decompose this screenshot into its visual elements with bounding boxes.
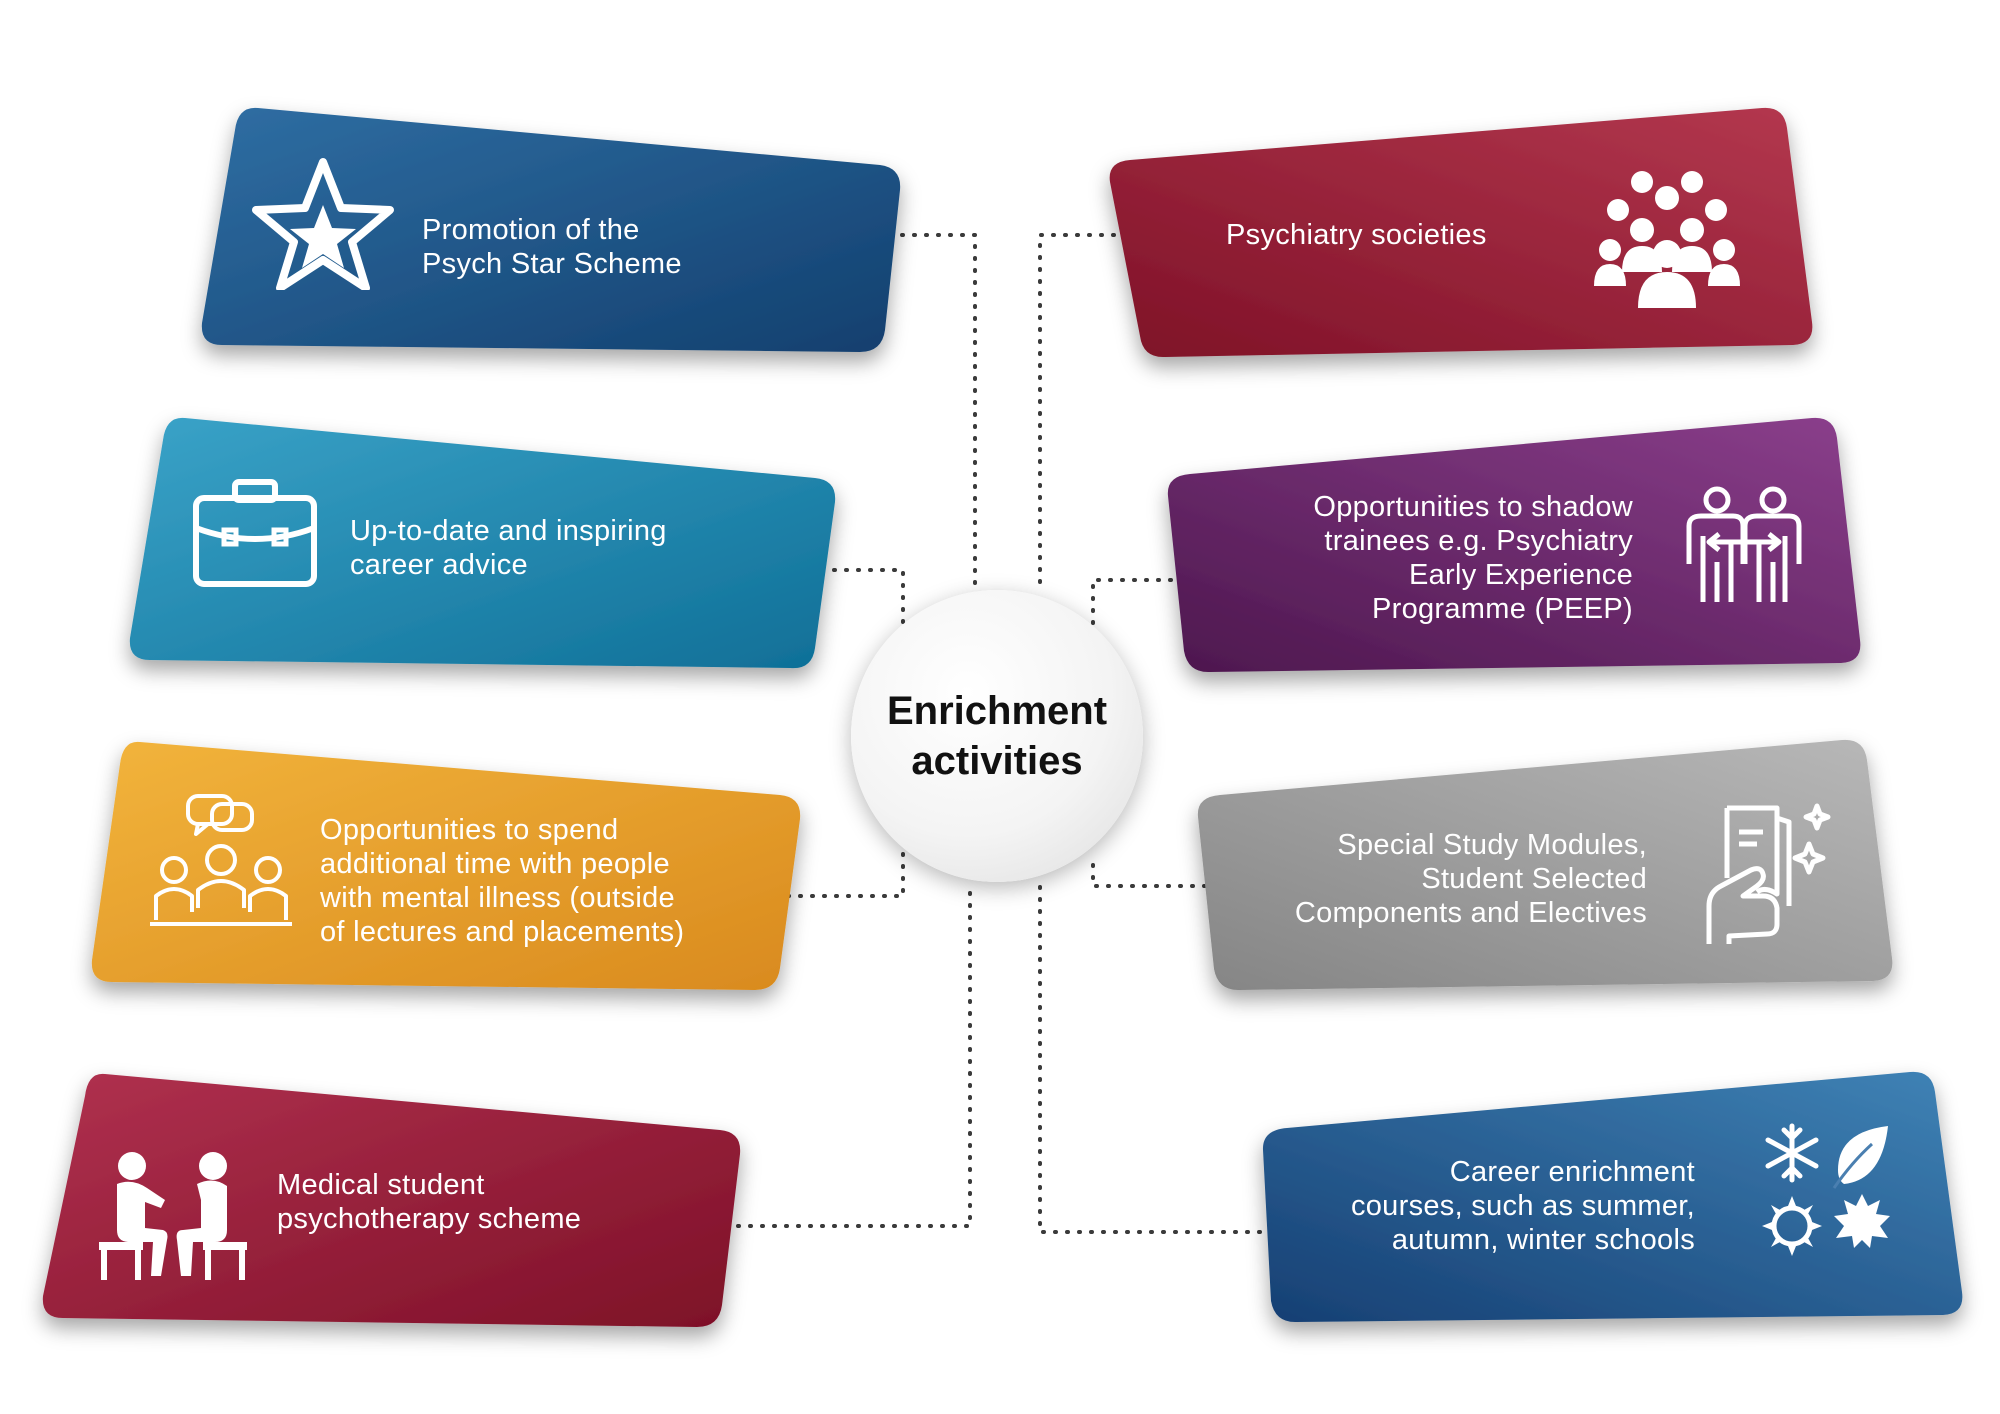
connector-societies xyxy=(1038,233,1212,592)
leaf-icon xyxy=(1832,1126,1888,1189)
card-shadow xyxy=(1167,417,1861,673)
hub-circle: Enrichment activities xyxy=(851,590,1143,882)
briefcase-icon xyxy=(193,479,317,587)
card-label-psych-star: Promotion of the Psych Star Scheme xyxy=(422,214,682,280)
maple-leaf-icon xyxy=(1834,1194,1890,1248)
card-time-with-people xyxy=(91,741,801,990)
card-label-enrichment-courses: Career enrichment courses, such as summe… xyxy=(1350,1156,1695,1256)
sun-icon xyxy=(1762,1196,1822,1256)
therapy-session-icon xyxy=(99,1152,247,1280)
card-societies xyxy=(1109,107,1813,358)
card-study-modules xyxy=(1197,739,1893,991)
card-label-study-modules: Special Study Modules, Student Selected … xyxy=(1294,829,1647,929)
document-hand-icon xyxy=(1706,803,1831,944)
star-icon xyxy=(252,158,394,290)
card-career-advice xyxy=(129,417,836,669)
card-label-psychotherapy: Medical student psychotherapy scheme xyxy=(277,1169,582,1235)
shadowing-icon xyxy=(1686,486,1802,602)
card-psych-star xyxy=(201,107,901,352)
card-psychotherapy xyxy=(42,1073,741,1327)
connector-psych-star xyxy=(708,233,977,592)
hub-title: Enrichment activities xyxy=(886,689,1108,783)
group-conversation-icon xyxy=(150,794,292,926)
card-label-career-advice: Up-to-date and inspiring career advice xyxy=(350,515,667,581)
seasons-icon xyxy=(1762,1123,1890,1256)
card-label-shadow: Opportunities to shadow trainees e.g. Ps… xyxy=(1313,491,1633,625)
card-label-societies: Psychiatry societies xyxy=(1226,219,1487,251)
card-label-time-with-people: Opportunities to spend additional time w… xyxy=(320,814,685,948)
crowd-icon xyxy=(1594,171,1740,308)
snowflake-icon xyxy=(1765,1123,1819,1183)
